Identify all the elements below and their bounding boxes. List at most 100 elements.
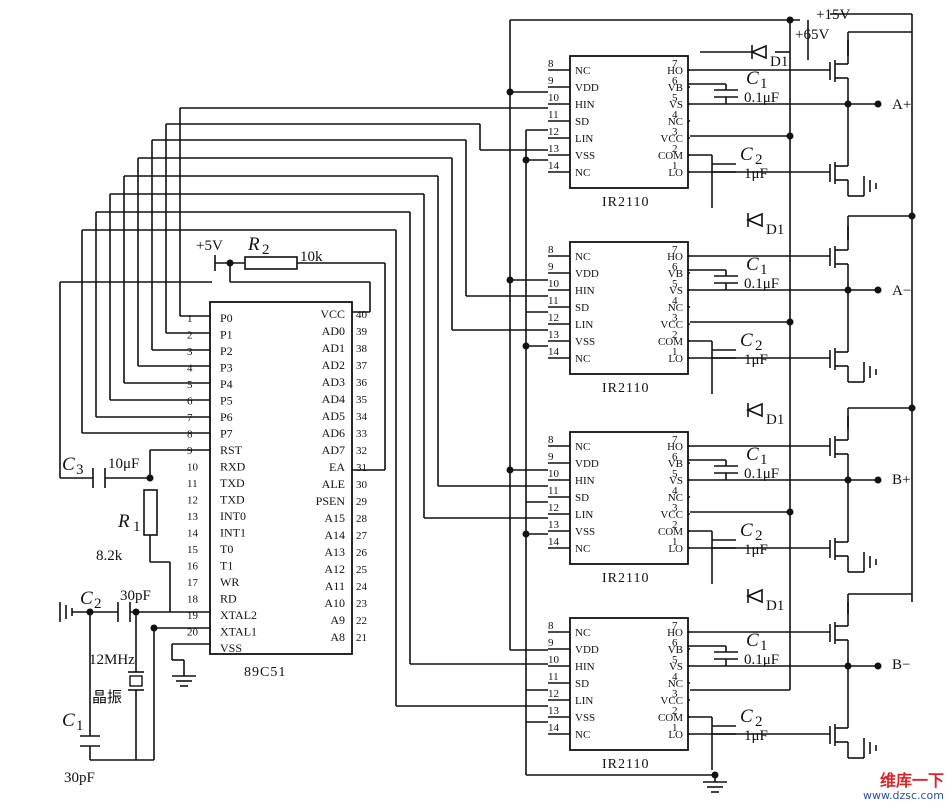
driver-pin-name: LO (668, 353, 683, 365)
mcu-pin-name: AD1 (322, 341, 345, 355)
driver-pin-number: 9 (548, 75, 554, 87)
driver-pin-number: 12 (548, 502, 559, 514)
driver-pin-number: 4 (672, 295, 678, 307)
driver-pin-number: 5 (672, 654, 678, 666)
driver-pin-number: 12 (548, 312, 559, 324)
mcu-pin-number: 37 (356, 360, 368, 372)
driver-pin-number: 13 (548, 519, 560, 531)
junctions (86, 16, 916, 779)
mcu-pin-number: 20 (187, 627, 199, 639)
driver-pin-name: HO (667, 441, 683, 453)
mcu-pin-name: A14 (324, 528, 345, 542)
driver-pin-number: 1 (672, 536, 678, 548)
driver-pin-name: NC (668, 678, 683, 690)
wiring (59, 13, 913, 776)
mcu-pin-number: 11 (187, 478, 198, 490)
mcu-pin-name: XTAL1 (220, 625, 257, 639)
mcu-pin-number: 27 (356, 530, 368, 542)
driver-pin-number: 6 (672, 261, 678, 273)
r1-value: 8.2k (96, 548, 123, 564)
c1-label: C (746, 68, 759, 89)
driver-pin-number: 8 (548, 244, 554, 256)
driver-pin-name: HIN (575, 475, 595, 487)
driver-pin-number: 2 (672, 329, 678, 341)
driver-pin-name: VDD (575, 458, 599, 470)
mcu-pin-name: TXD (220, 476, 245, 490)
driver-pin-number: 7 (672, 244, 678, 256)
driver-pin-name: HIN (575, 99, 595, 111)
c3-capacitor (92, 468, 106, 488)
c1-label: C (746, 630, 759, 651)
driver-pin-name: HIN (575, 661, 595, 673)
d1-label: D1 (770, 54, 788, 70)
driver-pin-number: 11 (548, 295, 559, 307)
driver-pin-name: NC (575, 441, 590, 453)
mcu-pin-number: 16 (187, 561, 199, 573)
mcu-pin-name: PSEN (316, 494, 346, 508)
mcu-pin-number: 14 (187, 528, 199, 540)
c2-label: C (740, 144, 753, 165)
driver-pin-number: 11 (548, 485, 559, 497)
mcu-pin-number: 8 (187, 429, 193, 441)
mcu-pin-name: AD5 (322, 409, 345, 423)
driver-pin-name: LO (668, 729, 683, 741)
driver-pin-number: 6 (672, 451, 678, 463)
driver-pin-number: 9 (548, 451, 554, 463)
driver-pin-name: COM (658, 336, 683, 348)
mcu-pin-number: 22 (356, 615, 367, 627)
c2-label: C (740, 330, 753, 351)
driver-pin-number: 4 (672, 671, 678, 683)
driver-pin-name: VCC (660, 319, 683, 331)
crystal-12mhz (128, 671, 144, 691)
mcu-pin-number: 26 (356, 547, 368, 559)
mcu-pin-name: RD (220, 592, 237, 606)
driver-pin-number: 5 (672, 92, 678, 104)
c1-sub: 1 (760, 638, 768, 654)
driver-pin-name: NC (575, 353, 590, 365)
driver-pin-name: VSS (575, 526, 595, 538)
mcu-pin-name: AD2 (322, 358, 345, 372)
c1-xtal-capacitor (80, 735, 100, 747)
mcu-pin-name: XTAL2 (220, 608, 257, 622)
driver-name: IR2110 (602, 757, 649, 772)
driver-pin-number: 8 (548, 620, 554, 632)
driver-pin-name: VSS (575, 336, 595, 348)
driver-pin-number: 7 (672, 620, 678, 632)
c1-value: 0.1μF (744, 276, 779, 292)
mcu-pin-number: 5 (187, 379, 193, 391)
driver-pin-name: COM (658, 526, 683, 538)
mcu-pin-name: A9 (330, 613, 345, 627)
d1-label: D1 (766, 222, 784, 238)
mcu-pin-number: 18 (187, 594, 199, 606)
c3-sub: 3 (76, 462, 84, 478)
watermark-url: www.dzsc.com (862, 788, 944, 802)
driver-pin-number: 10 (548, 468, 560, 480)
driver-pin-name: SD (575, 492, 589, 504)
driver-pin-name: SD (575, 678, 589, 690)
driver-name: IR2110 (602, 195, 649, 210)
driver-pin-number: 14 (548, 722, 560, 734)
mcu-pin-number: 6 (187, 396, 193, 408)
mcu-pin-number: 19 (187, 610, 199, 622)
driver-pin-number: 12 (548, 126, 559, 138)
mcu-pin-number: 9 (187, 445, 193, 457)
driver-pin-number: 14 (548, 346, 560, 358)
d1-label: D1 (766, 598, 784, 614)
driver-pin-name: VDD (575, 644, 599, 656)
mcu-pin-number: 35 (356, 394, 368, 406)
mcu-pin-number: 23 (356, 598, 368, 610)
ground-symbol (59, 602, 727, 793)
watermark: 维库一下 www.dzsc.com (863, 772, 944, 802)
mcu-pin-number: 24 (356, 581, 368, 593)
c2-value: 1μF (744, 728, 768, 744)
c1-xtal-sub: 1 (76, 718, 84, 734)
mcu-pin-number: 30 (356, 479, 368, 491)
crystal-freq: 12MHz (89, 652, 135, 668)
driver-pin-name: LO (668, 543, 683, 555)
c1-sub: 1 (760, 262, 768, 278)
mcu-pin-name: P5 (220, 394, 233, 408)
mcu-pin-name: P7 (220, 427, 233, 441)
c1-value: 0.1μF (744, 466, 779, 482)
mcu-pin-name: INT1 (220, 526, 246, 540)
driver-pin-number: 11 (548, 109, 559, 121)
